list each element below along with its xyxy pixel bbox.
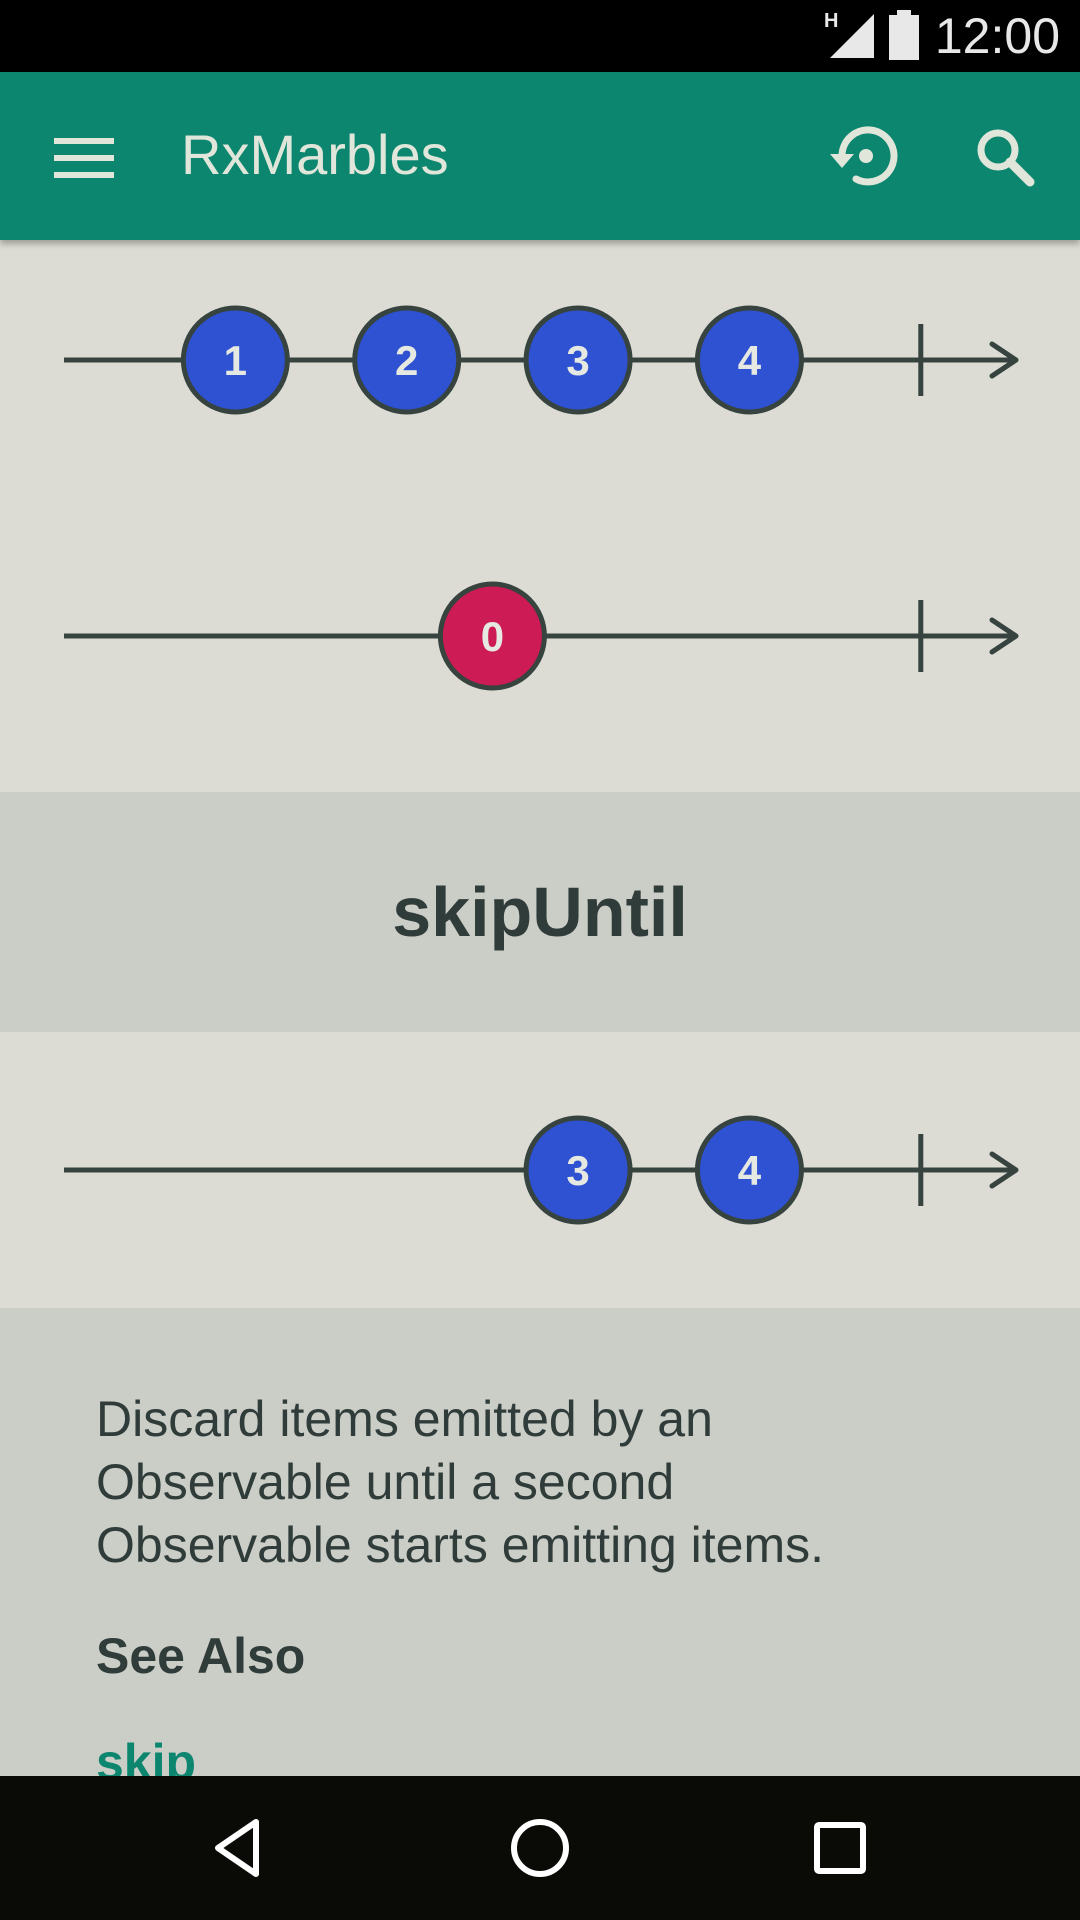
timeline-input-1: 1 2 3 4 — [64, 305, 1019, 415]
marble[interactable]: 4 — [694, 1115, 804, 1225]
marble-circle — [352, 305, 462, 415]
recents-button[interactable] — [804, 1812, 876, 1884]
operator-box: skipUntil — [0, 792, 1080, 1032]
marble-label: 3 — [566, 1147, 589, 1194]
marble-circle — [437, 581, 547, 691]
marble-circle — [523, 305, 633, 415]
marble[interactable]: 4 — [694, 305, 804, 415]
status-clock: 12:00 — [934, 8, 1060, 64]
marble[interactable]: 2 — [352, 305, 462, 415]
marble[interactable]: 3 — [523, 305, 633, 415]
see-also-heading: See Also — [96, 1628, 306, 1684]
marble-circle — [694, 1115, 804, 1225]
description-line: Observable until a second — [96, 1454, 675, 1510]
search-icon — [977, 129, 1035, 187]
back-button[interactable] — [204, 1812, 276, 1884]
timeline-arrow — [989, 1151, 1019, 1189]
app-bar: RxMarbles — [0, 72, 1080, 240]
marble-label: 4 — [738, 337, 762, 384]
marble-label: 0 — [481, 613, 504, 660]
network-type-label: H — [824, 10, 839, 32]
marble-circle — [180, 305, 290, 415]
signal-icon — [830, 14, 874, 58]
marble[interactable]: 1 — [180, 305, 290, 415]
timeline-input-2: 0 — [64, 581, 1019, 691]
marble-circle — [694, 305, 804, 415]
home-button[interactable] — [504, 1812, 576, 1884]
operator-name: skipUntil — [392, 873, 688, 951]
history-icon — [830, 126, 898, 186]
app-title: RxMarbles — [181, 123, 449, 186]
marble-label: 3 — [566, 337, 589, 384]
marble-label: 4 — [738, 1147, 762, 1194]
home-icon — [511, 1819, 569, 1877]
menu-button[interactable] — [38, 118, 130, 198]
marble[interactable]: 3 — [523, 1115, 633, 1225]
timeline-arrow — [989, 617, 1019, 655]
battery-icon — [889, 10, 919, 60]
marble-label: 2 — [395, 337, 418, 384]
marble[interactable]: 0 — [437, 581, 547, 691]
search-button[interactable] — [964, 116, 1048, 200]
input-timelines: 1 2 3 4 0 — [0, 240, 1080, 792]
history-button[interactable] — [820, 112, 904, 196]
menu-icon — [54, 138, 114, 178]
timeline-arrow — [989, 341, 1019, 379]
see-also-link-skip[interactable]: skip — [96, 1734, 197, 1776]
description-panel: Discard items emitted by an Observable u… — [0, 1308, 1080, 1776]
description-line: Observable starts emitting items. — [96, 1517, 825, 1573]
marble-label: 1 — [224, 337, 247, 384]
description-line: Discard items emitted by an — [96, 1391, 713, 1447]
marble-circle — [523, 1115, 633, 1225]
recents-icon — [814, 1822, 866, 1874]
back-icon — [215, 1819, 259, 1877]
status-bar: H 12:00 — [0, 0, 1080, 72]
navigation-bar — [0, 1776, 1080, 1920]
operator-description: Discard items emitted by an Observable u… — [96, 1388, 996, 1577]
